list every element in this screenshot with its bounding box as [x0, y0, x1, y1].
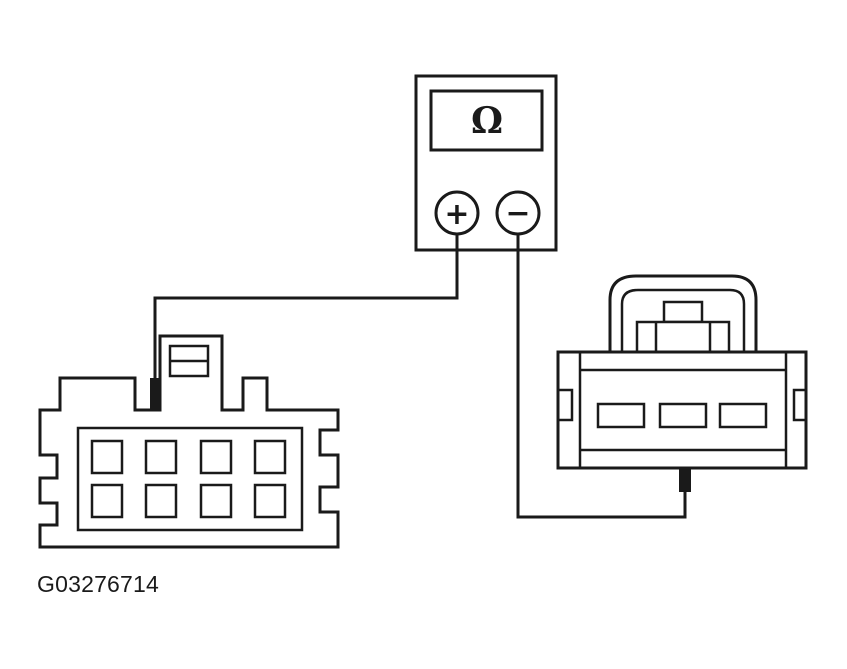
right-connector-left-rib — [558, 388, 574, 422]
positive-test-lead — [153, 234, 459, 378]
right-connector-lock-block — [635, 320, 731, 354]
terminal-cavity — [144, 483, 178, 519]
meter-display-symbol: Ω — [471, 100, 503, 142]
meter-display — [429, 89, 544, 152]
terminal-cavity — [90, 483, 124, 519]
terminal-cavity — [199, 483, 233, 519]
terminal-cavity — [596, 402, 646, 429]
right-connector-lock-inner — [620, 288, 746, 352]
terminal-cavity — [253, 483, 287, 519]
terminal-cavity — [144, 439, 178, 475]
terminal-cavity — [90, 439, 124, 475]
right-connector — [556, 274, 808, 470]
negative-test-lead — [516, 234, 687, 519]
terminal-cavity — [199, 439, 233, 475]
right-connector-lock-tab — [662, 300, 704, 324]
terminal-cavity — [658, 402, 708, 429]
left-connector — [38, 334, 340, 549]
right-connector-right-rib — [792, 388, 806, 422]
positive-terminal-symbol: + — [444, 197, 469, 232]
figure-id: G03276714 — [37, 571, 160, 597]
terminal-cavity — [253, 439, 287, 475]
terminal-cavity — [718, 402, 768, 429]
ohmmeter: Ω + − — [414, 74, 558, 252]
negative-terminal-symbol: − — [505, 196, 530, 231]
